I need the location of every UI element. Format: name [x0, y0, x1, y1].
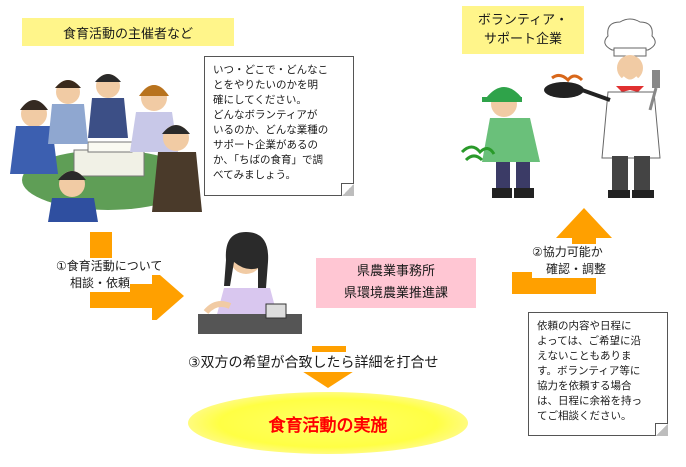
volunteer-illustration — [452, 14, 686, 204]
note-top: いつ・どこで・どんなこ とをやりたいのかを明 確にしてください。 どんなボランテ… — [204, 56, 354, 196]
note-top-line: とをやりたいのかを明 — [213, 78, 345, 93]
step1-text: ①食育活動について 相談・依頼 — [56, 258, 206, 292]
note-bottom: 依頼の内容や日程に よっては、ご希望に沿 えないこともありま す。ボランティア等… — [528, 312, 668, 436]
note-top-line: いるのか、どんな業種の — [213, 123, 345, 138]
note-top-line: べてみましょう。 — [213, 168, 345, 183]
note-top-line: 確にしてください。 — [213, 93, 345, 108]
step2-line: ②協力可能か — [532, 244, 603, 261]
organizer-label: 食育活動の主催者など — [22, 18, 234, 46]
note-top-line: どんなボランティアが — [213, 108, 345, 123]
step1-line: ①食育活動について — [56, 258, 162, 275]
note-top-line: か、「ちばの食育」で調 — [213, 153, 345, 168]
office-box: 県農業事務所 県環境農業推進課 — [316, 258, 476, 308]
step3-text: ③双方の希望が合致したら詳細を打合せ — [186, 352, 441, 372]
final-ellipse: 食育活動の実施 — [188, 392, 468, 454]
step2-text: ②協力可能か 確認・調整 — [532, 244, 642, 278]
office-worker-illustration — [196, 230, 306, 338]
note-bottom-line: えないこともありま — [537, 349, 659, 364]
note-bottom-line: は、日程に余裕を持っ — [537, 394, 659, 409]
office-line: 県農業事務所 — [316, 261, 476, 283]
meeting-illustration — [8, 62, 204, 222]
office-line: 県環境農業推進課 — [316, 283, 476, 305]
note-bottom-line: よっては、ご希望に沿 — [537, 334, 659, 349]
note-bottom-line: 依頼の内容や日程に — [537, 319, 659, 334]
note-bottom-line: 協力を依頼する場合 — [537, 379, 659, 394]
note-bottom-line: てご相談ください。 — [537, 409, 659, 424]
note-top-line: サポート企業があるの — [213, 138, 345, 153]
note-bottom-line: す。ボランティア等に — [537, 364, 659, 379]
note-top-line: いつ・どこで・どんなこ — [213, 63, 345, 78]
step2-line: 確認・調整 — [532, 261, 606, 278]
step1-line: 相談・依頼 — [56, 275, 130, 292]
